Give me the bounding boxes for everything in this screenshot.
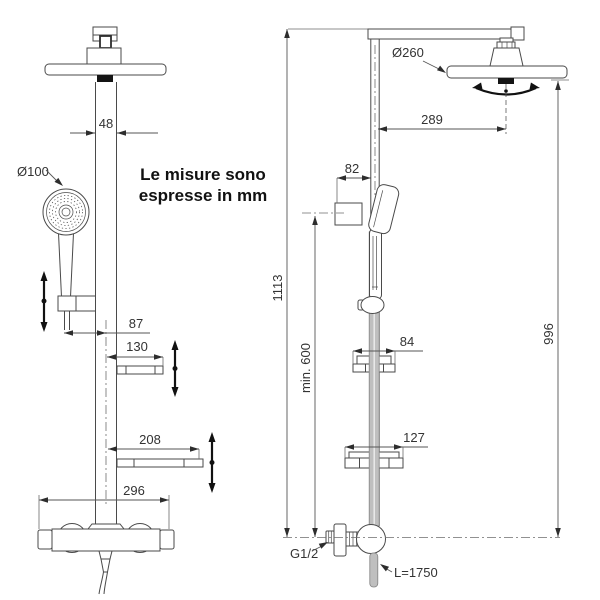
side-hose-end <box>369 552 379 588</box>
side-spray-nozzle <box>498 78 514 84</box>
dim-handshower-diameter: Ø100 <box>17 164 63 186</box>
dim-label-1113: 1113 <box>270 275 285 302</box>
dim-label-84: 84 <box>400 334 414 349</box>
front-column <box>95 82 117 524</box>
dim-label-o260: Ø260 <box>392 45 424 60</box>
side-overhead-shower <box>446 37 568 134</box>
note-line-2: espresse in mm <box>139 186 268 205</box>
side-hand-shower <box>334 184 400 314</box>
dim-lower-shelf-width: 208 <box>108 432 200 459</box>
front-hand-shower <box>42 188 96 330</box>
dim-upper-shelf-width: 130 <box>107 339 164 366</box>
front-overhead-shower <box>44 26 167 82</box>
dim-head-reach: 289 <box>378 112 506 132</box>
dim-label-296: 296 <box>123 483 145 498</box>
dim-bracket-depth: 82 <box>336 161 371 203</box>
front-view: 48 Ø100 87 130 208 <box>17 26 216 595</box>
adjust-arrow-handshower <box>40 271 48 332</box>
side-handshower-ring <box>360 296 385 314</box>
dim-lower-shelf-depth: 127 <box>344 430 428 458</box>
note-line-1: Le misure sono <box>140 165 266 184</box>
dim-label-127: 127 <box>403 430 425 445</box>
tilt-arc-arrow <box>472 82 540 96</box>
side-inlet-nipple <box>325 530 335 544</box>
dim-head-above-mixer: 996 <box>541 79 569 537</box>
front-shelf-upper <box>116 365 164 375</box>
dim-label-130: 130 <box>126 339 148 354</box>
side-top-arm <box>288 26 525 41</box>
dim-upper-shelf-depth: 84 <box>352 334 423 364</box>
front-spray-nozzle <box>97 75 113 82</box>
dim-head-diameter: Ø260 <box>392 45 446 73</box>
dim-label-48: 48 <box>99 116 113 131</box>
side-view: Ø260 289 82 84 <box>270 26 569 588</box>
dim-overall-height: 1113 <box>270 29 290 537</box>
dim-label-87: 87 <box>129 316 143 331</box>
front-handshower-holder <box>57 295 96 312</box>
side-handshower-bracket <box>334 202 363 226</box>
measurements-note: Le misure sono espresse in mm <box>139 165 268 205</box>
dim-label-82: 82 <box>345 161 359 176</box>
adjust-arrow-lower-shelf <box>208 432 216 493</box>
front-shelf-lower <box>116 458 204 468</box>
dim-inlet-thread: G1/2 <box>290 542 328 561</box>
dim-hose-length: L=1750 <box>380 564 438 580</box>
dim-column-width: 48 <box>70 116 158 136</box>
side-mixer-body <box>356 524 386 554</box>
dim-label-289: 289 <box>421 112 443 127</box>
adjust-arrow-upper-shelf <box>171 340 179 397</box>
dim-label-996: 996 <box>541 323 556 345</box>
dim-label-o100: Ø100 <box>17 164 49 179</box>
front-mixer <box>37 523 175 595</box>
dim-label-l1750: L=1750 <box>394 565 438 580</box>
dim-holder-offset: 87 <box>64 316 150 336</box>
side-mixer <box>325 523 386 588</box>
dim-mixer-width: 296 <box>38 483 170 529</box>
dim-min-install-height: min. 600 <box>298 216 318 537</box>
dim-label-min600: min. 600 <box>298 343 313 393</box>
dim-label-208: 208 <box>139 432 161 447</box>
dim-label-g12: G1/2 <box>290 546 318 561</box>
